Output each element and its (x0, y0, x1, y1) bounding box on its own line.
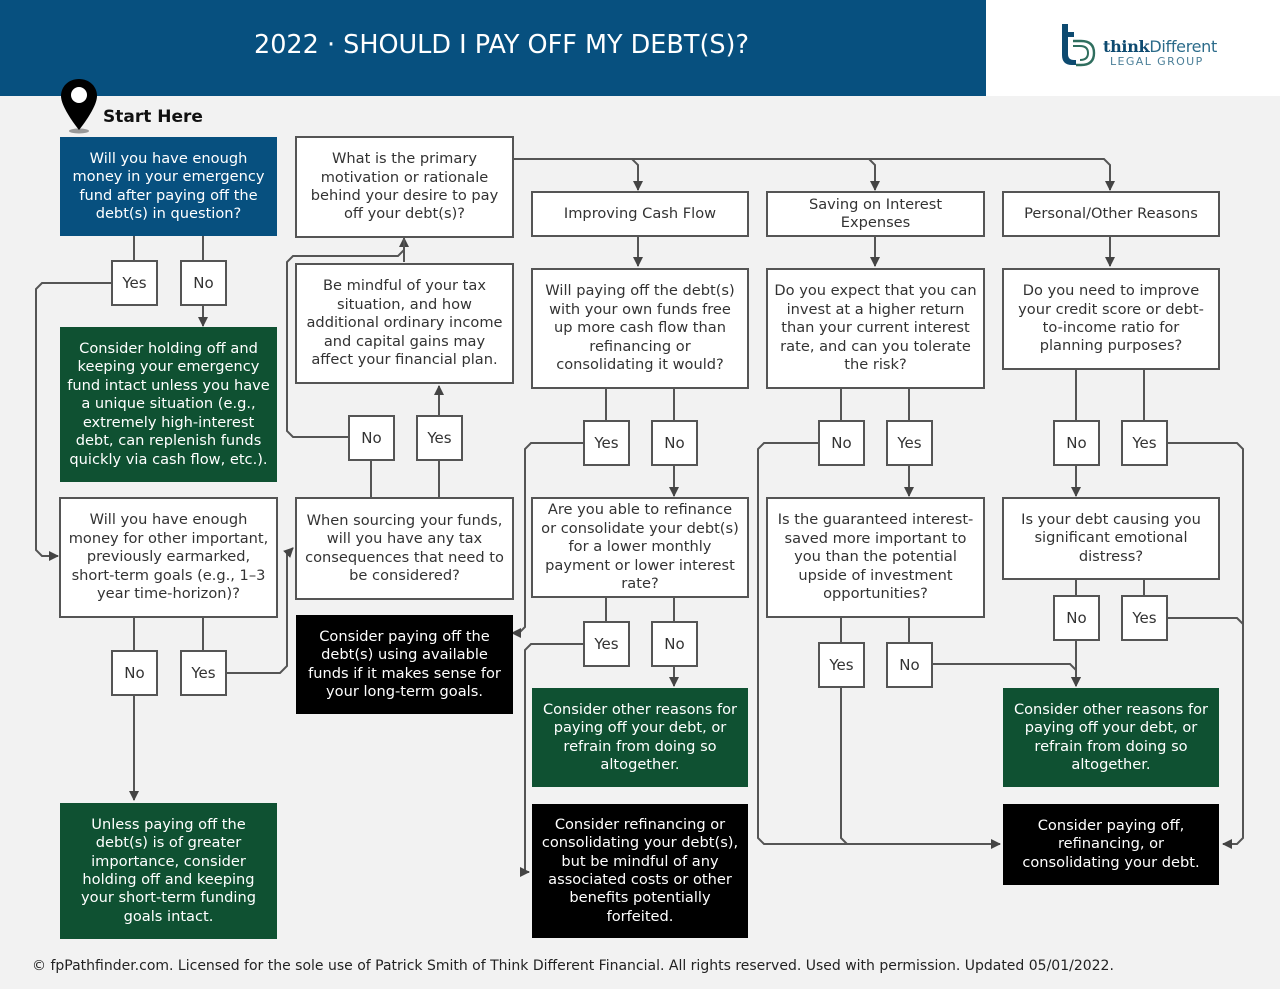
outcome-text: Consider refinancing or consolidating yo… (541, 815, 739, 925)
outcome-other-reasons-personal: Consider other reasons for paying off yo… (1003, 688, 1219, 787)
category-saving-interest[interactable]: Saving on Interest Expenses (766, 191, 985, 237)
answer-emergency-no[interactable]: No (180, 260, 227, 306)
logo-area (986, 0, 1280, 96)
question-refinance: Are you able to refinance or consolidate… (531, 497, 749, 598)
outcome-pay-refinance-consolidate: Consider paying off, refinancing, or con… (1003, 804, 1219, 885)
connector (868, 158, 880, 191)
page-title: 2022 · SHOULD I PAY OFF MY DEBT(S)? (254, 30, 750, 60)
answer-guaranteed-yes[interactable]: Yes (818, 642, 865, 688)
category-text: Personal/Other Reasons (1024, 204, 1198, 222)
answer-guaranteed-no[interactable]: No (886, 642, 933, 688)
question-emergency-fund: Will you have enough money in your emerg… (60, 137, 277, 236)
outcome-text: Consider paying off, refinancing, or con… (1022, 816, 1200, 871)
question-primary-motivation: What is the primary motivation or ration… (295, 136, 514, 238)
question-text: What is the primary motivation or ration… (310, 150, 499, 223)
question-credit-score: Do you need to improve your credit score… (1002, 268, 1220, 370)
question-invest-higher-return: Do you expect that you can invest at a h… (766, 268, 985, 389)
outcome-pay-off-available-funds: Consider paying off the debt(s) using av… (296, 615, 513, 714)
note-tax-mindful: Be mindful of your tax situation, and ho… (295, 263, 514, 384)
connector (1167, 617, 1244, 625)
answer-cash-flow-yes[interactable]: Yes (583, 420, 630, 466)
answer-distress-yes[interactable]: Yes (1121, 595, 1168, 641)
outcome-text: Consider other reasons for paying off yo… (542, 700, 738, 773)
answer-credit-no[interactable]: No (1053, 420, 1100, 466)
answer-credit-yes[interactable]: Yes (1121, 420, 1168, 466)
logo-think: think (1103, 37, 1150, 56)
answer-cash-flow-no[interactable]: No (651, 420, 698, 466)
question-text: When sourcing your funds, will you have … (305, 511, 504, 584)
question-text: Will you have enough money in your emerg… (72, 149, 265, 222)
question-text: Do you expect that you can invest at a h… (774, 282, 977, 374)
logo-mark-icon (1062, 24, 1096, 67)
category-text: Saving on Interest Expenses (808, 195, 943, 231)
outcome-text: Consider paying off the debt(s) using av… (308, 627, 501, 700)
category-improving-cash-flow[interactable]: Improving Cash Flow (531, 191, 749, 237)
footer-copyright: © fpPathfinder.com. Licensed for the sol… (32, 958, 1114, 974)
map-pin-icon (61, 79, 97, 134)
outcome-keep-short-term-goals: Unless paying off the debt(s) is of grea… (60, 803, 277, 939)
answer-tax-no[interactable]: No (348, 415, 395, 461)
logo-subtitle: LEGAL GROUP (1110, 55, 1204, 68)
question-text: Are you able to refinance or consolidate… (541, 501, 739, 593)
outcome-other-reasons-cash-flow: Consider other reasons for paying off yo… (532, 688, 748, 787)
question-text: Is your debt causing you significant emo… (1021, 510, 1201, 565)
connector (631, 158, 643, 191)
question-emotional-distress: Is your debt causing you significant emo… (1002, 497, 1220, 580)
connector (932, 663, 1081, 687)
question-guaranteed-interest: Is the guaranteed interest-saved more im… (766, 497, 985, 618)
category-text: Improving Cash Flow (563, 204, 717, 222)
header-banner: 2022 · SHOULD I PAY OFF MY DEBT(S)? (0, 0, 986, 96)
question-text: Is the guaranteed interest-saved more im… (777, 511, 974, 603)
answer-emergency-yes[interactable]: Yes (111, 260, 158, 306)
question-cash-flow: Will paying off the debt(s) with your ow… (531, 268, 749, 389)
outcome-text: Consider holding off and keeping your em… (67, 340, 270, 468)
question-tax-consequences: When sourcing your funds, will you have … (295, 497, 514, 600)
answer-refinance-yes[interactable]: Yes (583, 621, 630, 667)
answer-short-term-yes[interactable]: Yes (180, 650, 227, 696)
question-text: Do you need to improve your credit score… (1018, 282, 1204, 355)
outcome-text: Unless paying off the debt(s) is of grea… (81, 815, 256, 925)
answer-invest-yes[interactable]: Yes (886, 420, 933, 466)
connector (513, 158, 1115, 191)
outcome-keep-emergency-fund: Consider holding off and keeping your em… (60, 327, 277, 482)
answer-tax-yes[interactable]: Yes (416, 415, 463, 461)
question-text: Will paying off the debt(s) with your ow… (545, 282, 735, 374)
answer-refinance-no[interactable]: No (651, 621, 698, 667)
logo-different: Different (1149, 37, 1217, 56)
answer-invest-no[interactable]: No (818, 420, 865, 466)
note-text: Be mindful of your tax situation, and ho… (306, 277, 503, 369)
answer-short-term-no[interactable]: No (111, 650, 158, 696)
connector (840, 688, 848, 845)
question-short-term-goals: Will you have enough money for other imp… (59, 497, 278, 618)
outcome-text: Consider other reasons for paying off yo… (1013, 700, 1209, 773)
logo-wordmark: thinkDifferent (1103, 37, 1217, 56)
category-personal-other[interactable]: Personal/Other Reasons (1002, 191, 1220, 237)
question-text: Will you have enough money for other imp… (68, 511, 269, 603)
answer-distress-no[interactable]: No (1053, 595, 1100, 641)
outcome-refinance-consolidate: Consider refinancing or consolidating yo… (532, 804, 748, 938)
start-here-label: Start Here (103, 107, 203, 127)
